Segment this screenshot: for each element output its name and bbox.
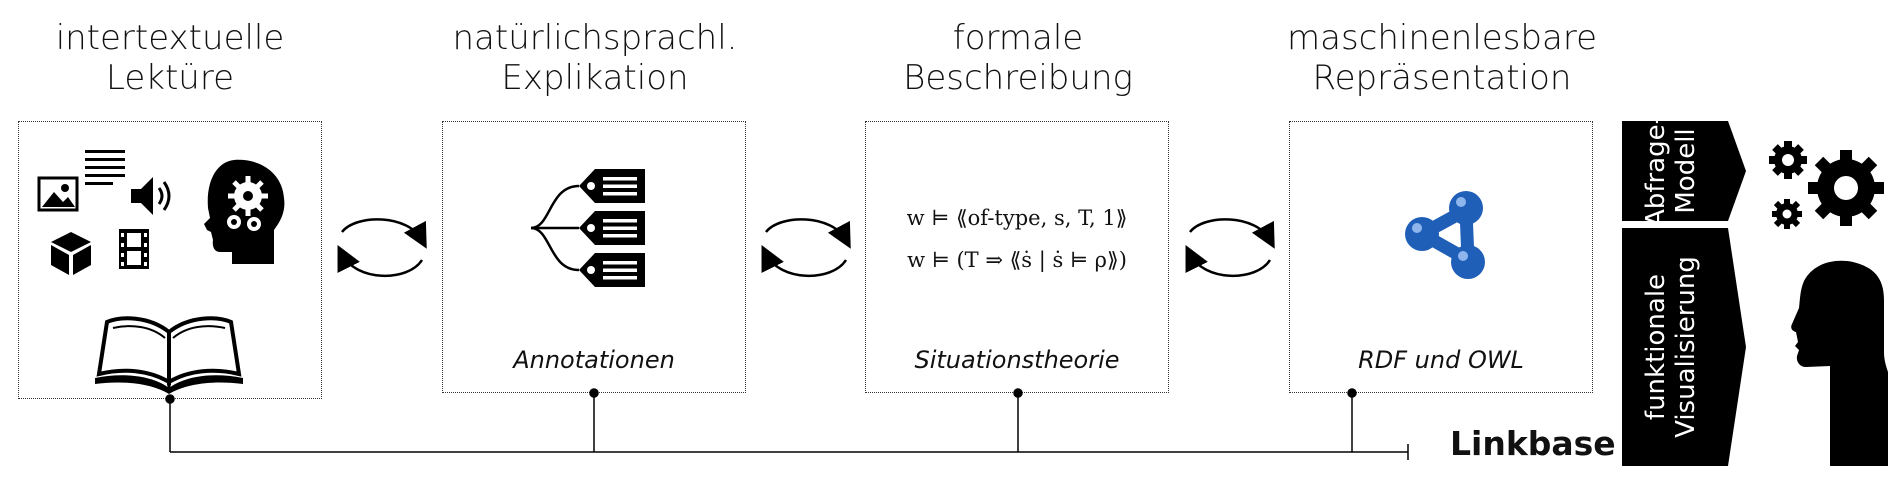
tab-arrow-abfrage — [1720, 121, 1746, 221]
rdf-icon — [1405, 191, 1485, 279]
head-gears-icon — [204, 159, 285, 264]
tab-arrow-visualisierung — [1720, 228, 1746, 466]
tags-icon — [530, 169, 645, 287]
cycle-arrows-icon — [761, 218, 851, 278]
tab-abfrage-modell: Abfrage- Modell — [1622, 115, 1720, 227]
box-lektuere — [18, 121, 322, 399]
box-beschreibung: w ⊨ ⟪of-type, s, T, 1⟫ w ⊨ (T ⇒ ⟪ṡ | ṡ ⊨… — [865, 121, 1169, 393]
image-icon — [37, 176, 79, 212]
cycle-arrows-icon — [337, 218, 427, 278]
speaker-icon — [131, 177, 171, 215]
stage-title-explikation: natürlichsprachl. Explikation — [452, 18, 738, 98]
tab-funktionale-visualisierung: funktionale Visualisierung — [1622, 228, 1720, 466]
box-repraesentation: RDF und OWL — [1289, 121, 1593, 393]
formula-line-1: w ⊨ ⟪of-type, s, T, 1⟫ — [906, 206, 1128, 230]
gears-icon — [1769, 141, 1884, 229]
text-lines-icon — [85, 150, 125, 185]
head-profile-icon — [1791, 260, 1888, 466]
book-icon — [95, 316, 243, 394]
film-icon — [119, 229, 149, 269]
cycle-arrows-icon — [1185, 218, 1275, 278]
stage-title-repraesentation: maschinenlesbare Repräsentation — [1286, 18, 1598, 98]
caption-annotationen: Annotationen — [513, 346, 675, 374]
box-explikation: Annotationen — [442, 121, 746, 393]
cube-icon — [51, 232, 91, 275]
linkbase-label: Linkbase — [1450, 424, 1616, 463]
linkbase-connector — [165, 388, 1409, 460]
formula-line-2: w ⊨ (T ⇒ ⟪ṡ | ṡ ⊨ ρ⟫) — [907, 248, 1127, 272]
stage-title-lektuere: intertextuelle Lektüre — [55, 18, 285, 98]
stage-title-beschreibung: formale Beschreibung — [903, 18, 1133, 98]
caption-situationstheorie: Situationstheorie — [914, 346, 1120, 374]
caption-rdf-owl: RDF und OWL — [1358, 346, 1524, 374]
